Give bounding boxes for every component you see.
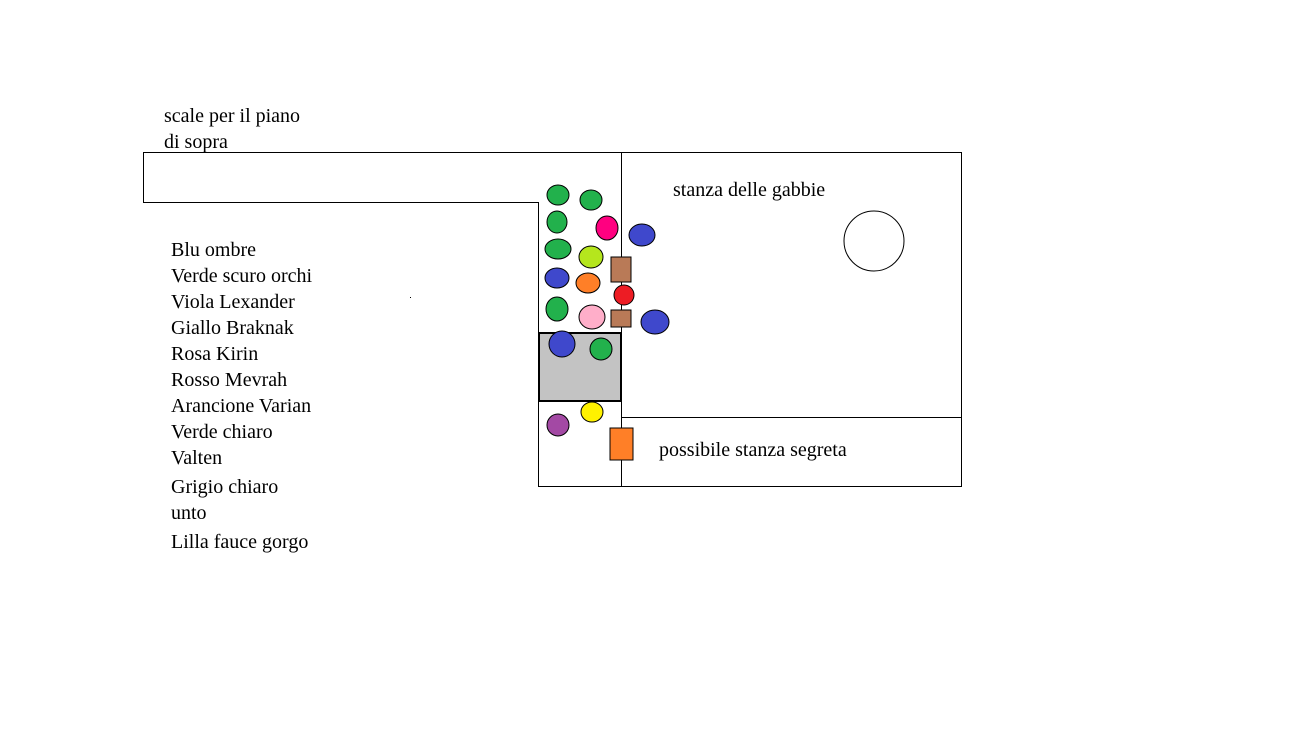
dot <box>410 297 411 298</box>
cage-room-label: stanza delle gabbie <box>673 179 826 201</box>
legend-item: Blu ombre <box>171 239 256 261</box>
orange-door-token <box>609 427 634 461</box>
legend-item: Verde chiaro <box>171 421 273 443</box>
secret-room-label: possibile stanza segreta <box>659 439 847 461</box>
legend-item: unto <box>171 502 207 524</box>
green-token <box>545 296 569 322</box>
orange-token <box>575 272 601 294</box>
blue-token <box>628 223 656 247</box>
legend-item: Giallo Braknak <box>171 317 294 339</box>
color-legend: Blu ombre Verde scuro orchi Viola Lexand… <box>171 237 312 555</box>
green-token <box>546 210 568 234</box>
yellow-token <box>580 401 604 423</box>
blue-token <box>544 267 570 289</box>
brown-door-token <box>610 309 632 328</box>
brown-door-token <box>610 256 632 283</box>
stairs-corridor-outline <box>143 152 962 487</box>
green-token <box>546 184 570 206</box>
legend-item: Verde scuro orchi <box>171 265 313 287</box>
legend-item: Arancione Varian <box>171 395 312 417</box>
blue-token <box>640 309 670 335</box>
stairs-label-2: di sopra <box>164 131 228 153</box>
legend-item: Grigio chiaro <box>171 476 279 498</box>
lime-token <box>578 245 604 269</box>
blue-token <box>548 330 576 358</box>
legend-item: Rosa Kirin <box>171 343 259 365</box>
magenta-token <box>595 215 619 241</box>
red-token <box>613 284 635 306</box>
legend-item: Valten <box>171 447 223 469</box>
green-token <box>579 189 603 211</box>
green-token <box>544 238 572 260</box>
green-token <box>589 337 613 361</box>
legend-item: Lilla fauce gorgo <box>171 531 309 553</box>
legend-item: Viola Lexander <box>171 291 295 313</box>
stairs-label-1: scale per il piano <box>164 105 301 127</box>
purple-token <box>546 413 570 437</box>
pink-token <box>578 304 606 330</box>
cage-circle <box>843 210 905 272</box>
legend-item: Rosso Mevrah <box>171 369 288 391</box>
